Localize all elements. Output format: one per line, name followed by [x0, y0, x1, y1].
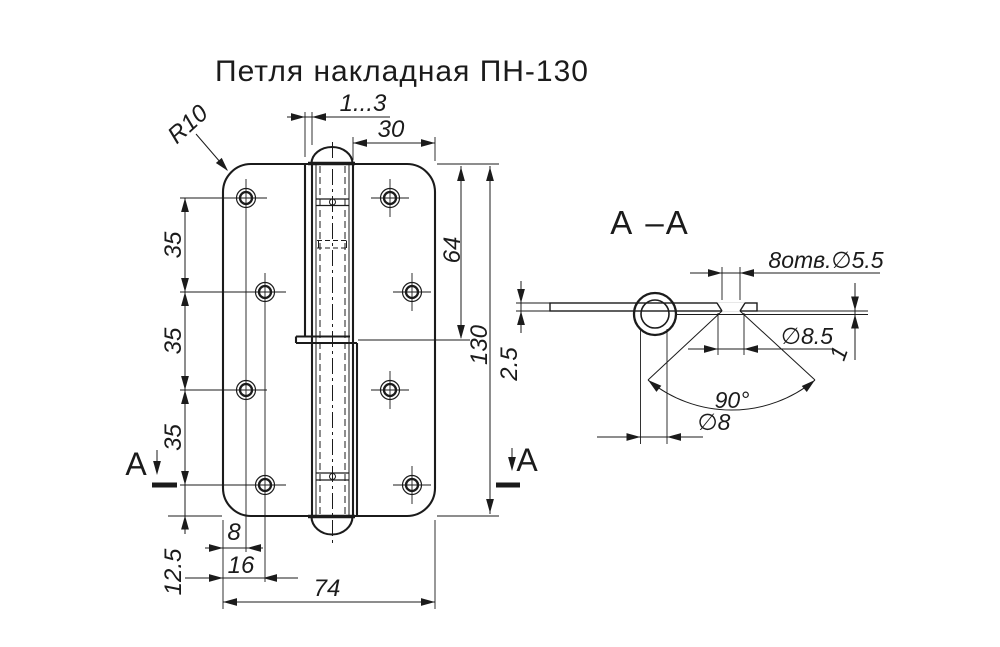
dim-label-16: 16: [228, 552, 255, 579]
dim-label-8dia: ∅8: [698, 409, 731, 435]
screw-hole: [180, 179, 267, 217]
screw-holes: [180, 179, 431, 582]
dim-holes-callout: 8отв.∅5.5: [690, 247, 884, 300]
section-plate: [549, 302, 758, 312]
section-marker-left: А: [125, 446, 177, 488]
dim-label-8_5: ∅8.5: [781, 323, 833, 349]
dim-plate-thickness: 2.5: [496, 281, 551, 382]
dim-countersink-angle: 90°: [645, 310, 818, 413]
dim-label-35-3: 35: [160, 424, 187, 451]
dim-label-35-1: 35: [160, 231, 187, 258]
dim-leaf-width-top: 30: [352, 116, 436, 161]
pin-barrel: [308, 142, 355, 546]
dim-label-30: 30: [378, 116, 405, 143]
barrel-detail-upper: [316, 198, 349, 207]
dim-label-64: 64: [439, 237, 466, 264]
dim-label-90deg: 90°: [715, 387, 750, 413]
pin-section: [640, 299, 670, 329]
main-view: 35 35 35 12.5 1...3 30: [125, 90, 538, 609]
dim-hole-offsets-bottom: 8 16 74: [185, 519, 436, 609]
knuckle-outer: [632, 291, 678, 337]
leaf-slot-edges: [294, 164, 359, 516]
dim-countersink-depth: 1: [675, 283, 868, 364]
section-marker-letter: А: [516, 442, 538, 478]
pin-bottom-dome: [310, 516, 354, 536]
dim-corner-radius: R10: [163, 99, 231, 174]
dim-label-130: 130: [466, 324, 493, 365]
dim-overall-height: 130: [437, 166, 499, 517]
dim-label-1: 1: [824, 343, 853, 364]
dim-label-74: 74: [314, 575, 341, 602]
drawing-title: Петля накладная ПН-130: [215, 55, 589, 88]
dim-label-2_5: 2.5: [496, 347, 523, 382]
knuckle-section: [632, 291, 678, 337]
dim-pin-diameter: ∅8: [597, 329, 731, 444]
screw-hole: [371, 371, 409, 409]
screw-hole: [371, 179, 409, 217]
barrel-detail-hidden: [317, 240, 348, 249]
pin-top-dome: [310, 145, 354, 164]
dim-label-8: 8: [227, 519, 241, 546]
dim-countersink-diameter: ∅8.5: [688, 313, 833, 355]
section-view: А –А 2.5 8отв: [496, 204, 884, 444]
dim-hole-pitch-chain: 35 35 35 12.5: [160, 198, 222, 595]
screw-hole: [393, 466, 431, 504]
section-title: А –А: [610, 204, 690, 241]
countersunk-hole: [716, 302, 746, 312]
section-marker-right: А: [496, 442, 538, 488]
screw-hole: [180, 273, 286, 311]
screw-hole: [393, 273, 431, 311]
dim-pin-gap: 1...3: [287, 90, 390, 157]
dim-label-8otv-5_5: 8отв.∅5.5: [768, 247, 883, 273]
dim-label-1-3: 1...3: [340, 90, 387, 117]
dim-upper-leaf-length: 64: [358, 163, 499, 341]
dim-label-35-2: 35: [160, 327, 187, 354]
section-marker-letter: А: [125, 446, 147, 482]
barrel-detail-lower: [316, 472, 349, 481]
screw-hole: [180, 474, 286, 496]
dim-label-12_5: 12.5: [160, 548, 187, 595]
dim-label-r10: R10: [163, 99, 214, 149]
